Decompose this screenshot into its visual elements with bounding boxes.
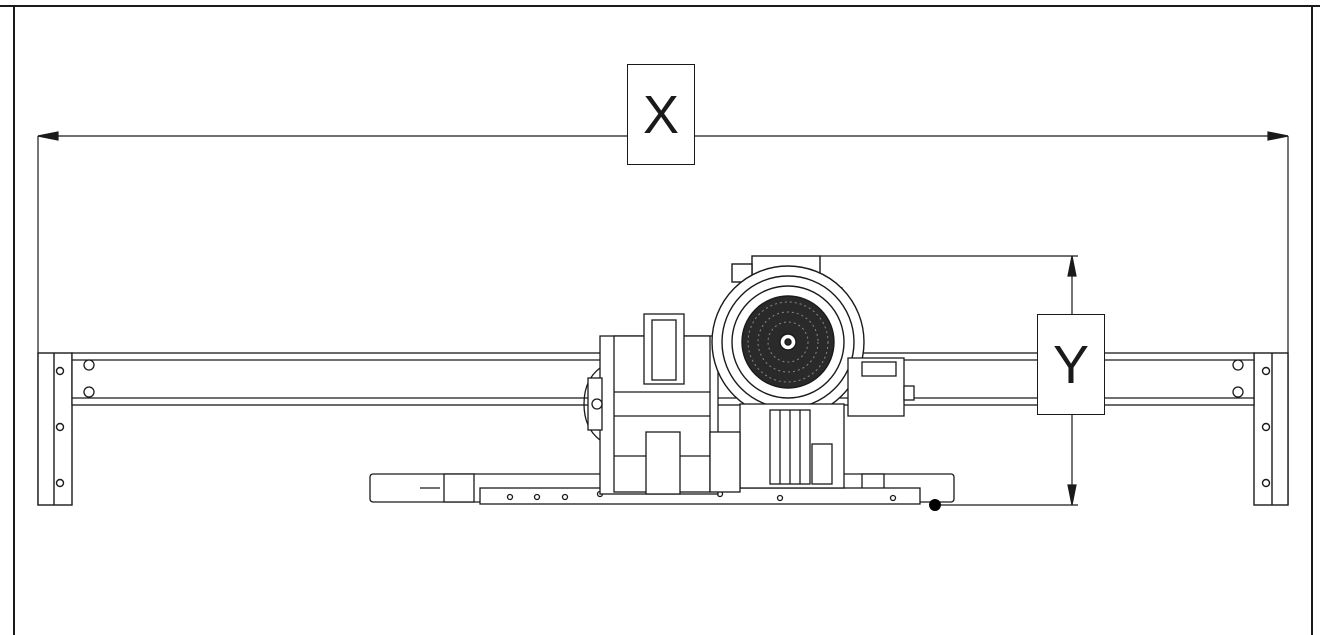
- left-support-bracket: [37, 352, 73, 506]
- y-dimension-text: Y: [1052, 334, 1090, 395]
- x-dimension-text: X: [642, 84, 680, 145]
- terminal-box: [847, 357, 915, 417]
- motor: [711, 255, 865, 419]
- motor-coupling: [709, 403, 845, 493]
- y-dimension-label: Y: [1037, 314, 1105, 415]
- x-dimension-label: X: [627, 64, 695, 165]
- reference-point: [929, 499, 941, 511]
- gearbox-housing: [583, 313, 719, 495]
- drawing-border: [0, 5, 1320, 635]
- right-support-bracket: [1253, 352, 1289, 506]
